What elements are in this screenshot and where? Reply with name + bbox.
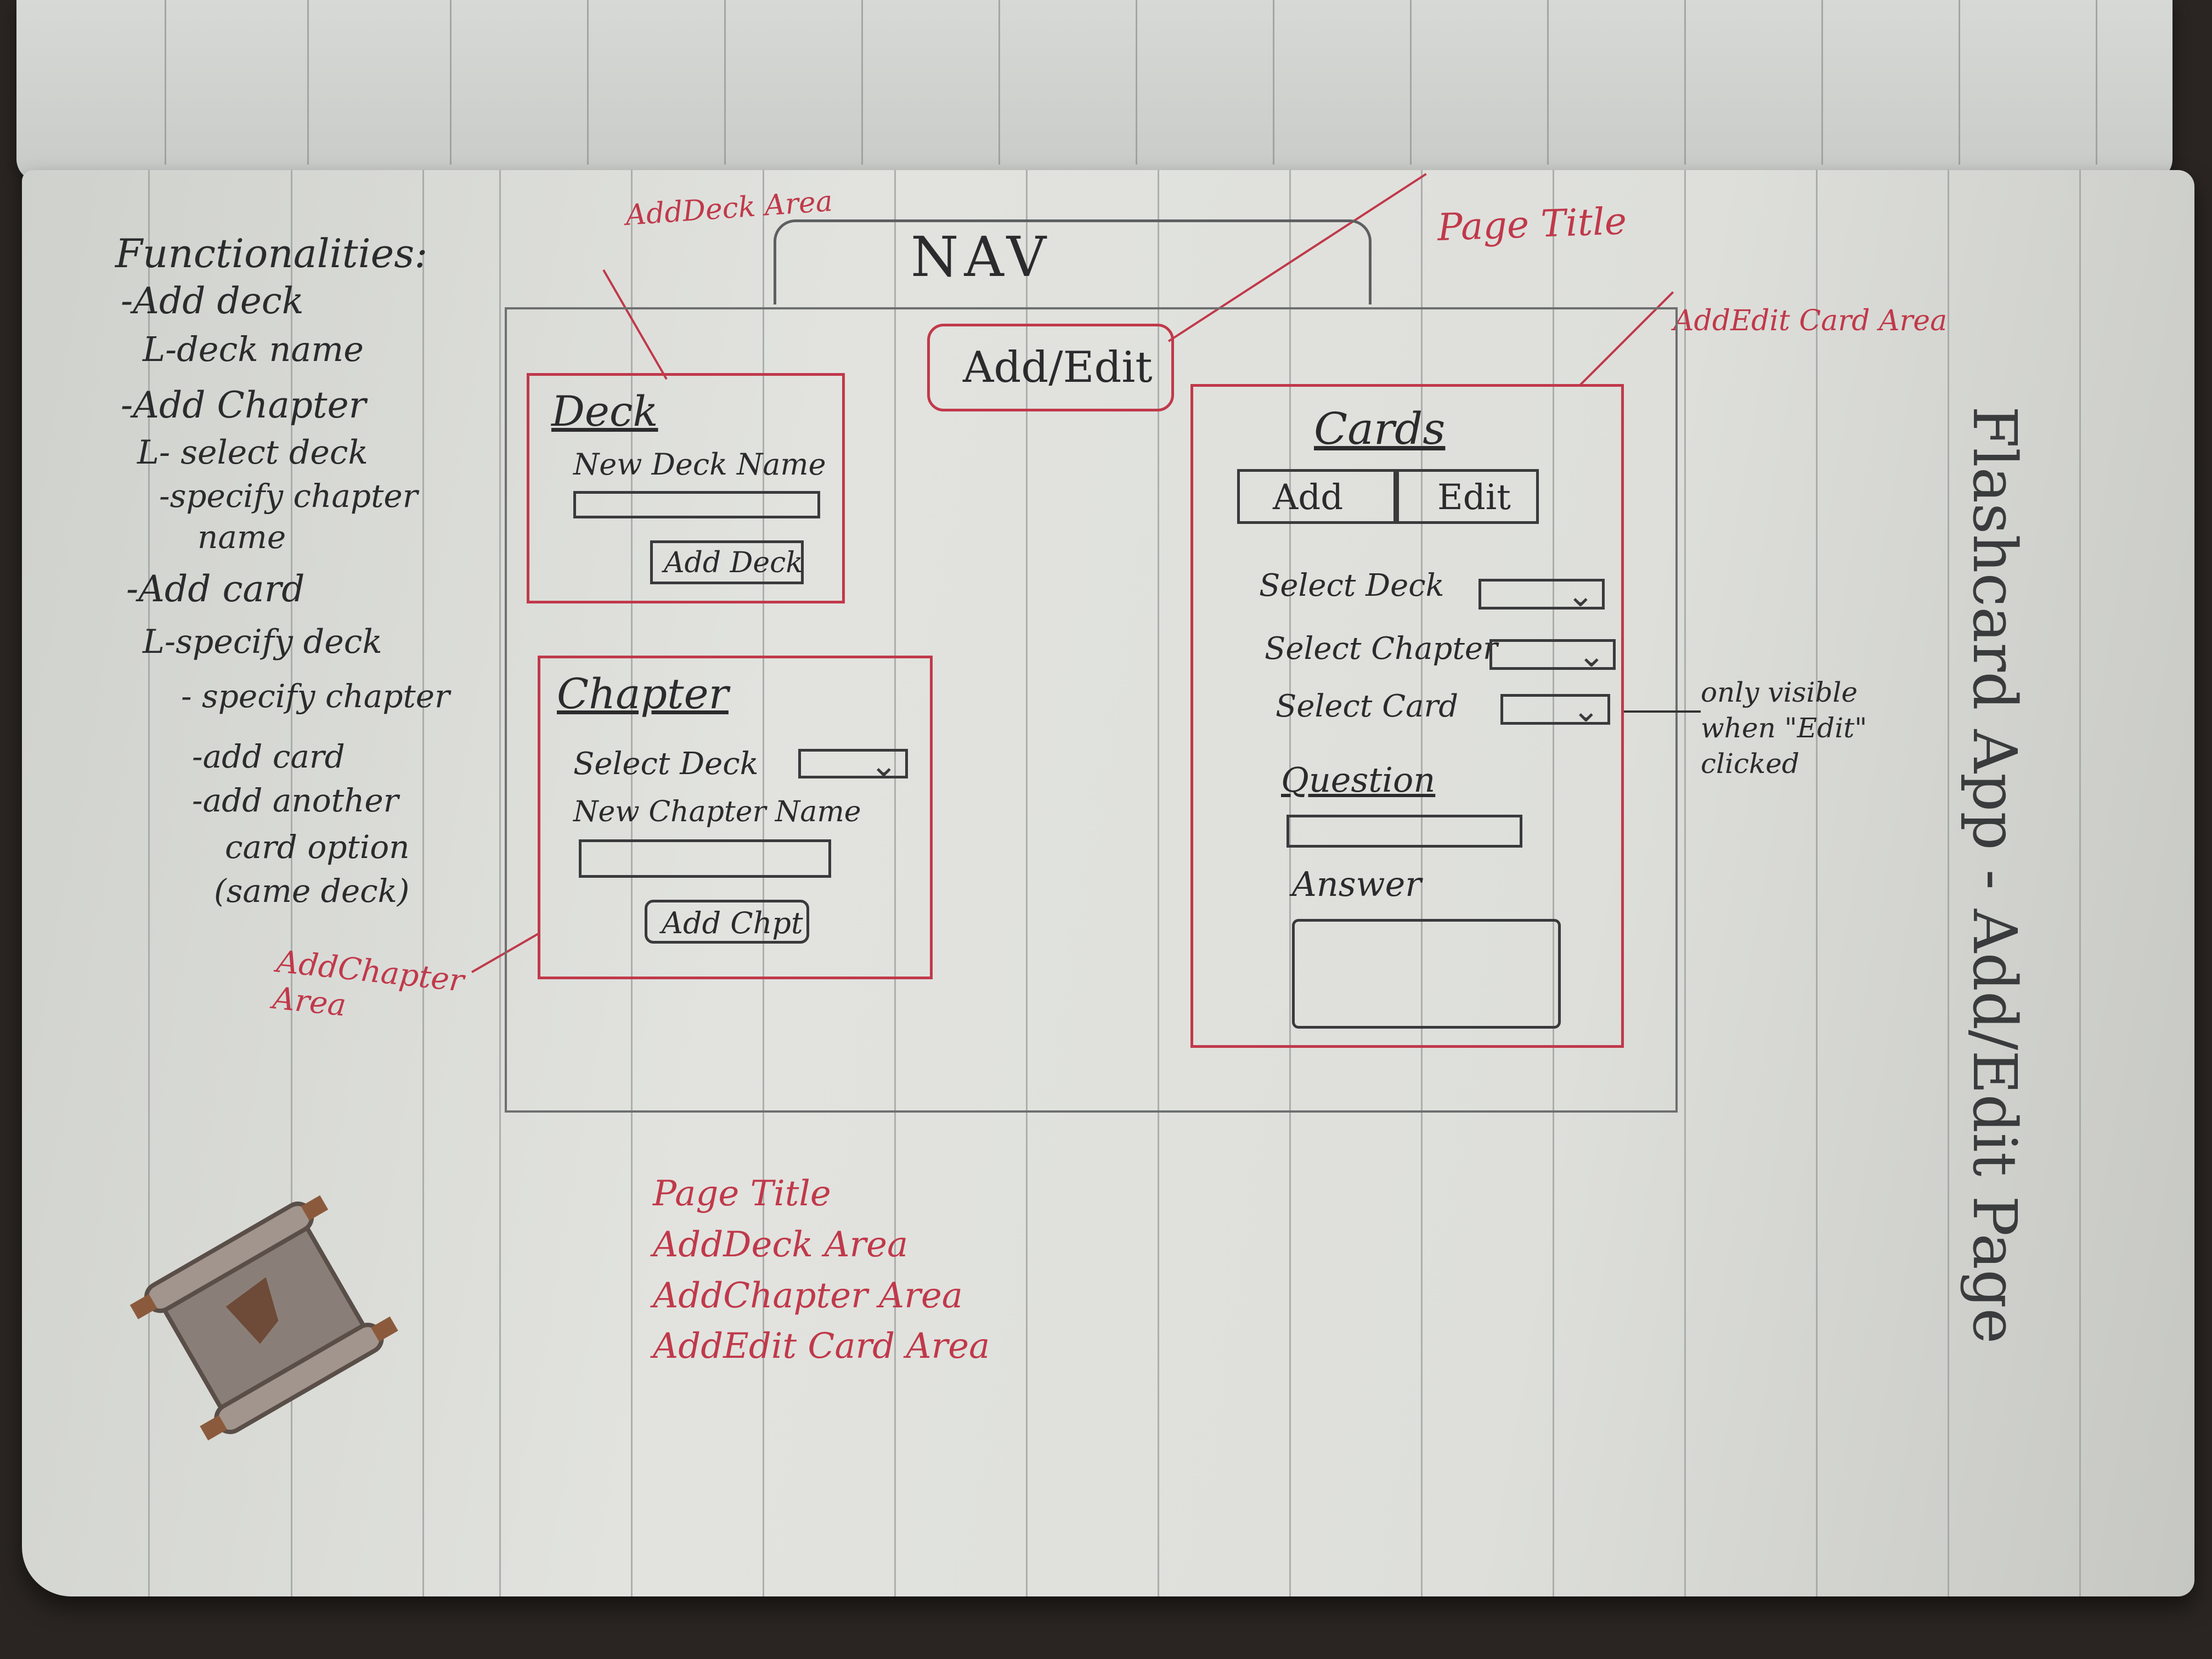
chevron-down-icon: ⌄ [1572, 691, 1600, 730]
chevron-down-icon: ⌄ [870, 746, 898, 785]
select-deck-label: Select Deck [573, 746, 759, 782]
notebook-page [22, 170, 2194, 1596]
cards-select-chapter-dropdown[interactable]: ⌄ [1489, 636, 1616, 675]
nav-label: NAV [911, 225, 1052, 289]
page-title-button-label: Add/Edit [963, 343, 1153, 392]
legend-item: Page Title [653, 1173, 831, 1214]
add-chapter-area: Chapter Select Deck ⌄ New Chapter Name A… [538, 656, 933, 979]
select-card-label: Select Card [1276, 689, 1459, 724]
list-item: L- select deck [137, 433, 368, 472]
cards-select-deck-dropdown[interactable]: ⌄ [1479, 576, 1605, 614]
add-deck-button[interactable]: Add Deck [650, 540, 804, 584]
functionalities-heading: Functionalities: [115, 230, 428, 276]
list-item: -add another [192, 782, 399, 819]
cards-tab-add[interactable]: Add [1237, 469, 1396, 524]
new-deck-name-input[interactable] [573, 491, 820, 518]
legend-item: AddDeck Area [653, 1224, 909, 1265]
list-item: -specify chapter [159, 477, 418, 515]
only-visible-note: only visible when "Edit" clicked [1701, 676, 1867, 780]
deck-title: Deck [551, 387, 658, 436]
legend: Page Title AddDeck Area AddChapter Area … [653, 1169, 990, 1372]
page-title-button[interactable]: Add/Edit [927, 324, 1174, 411]
add-deck-area: Deck New Deck Name Add Deck [527, 373, 845, 603]
chapter-select-deck-dropdown[interactable]: ⌄ [798, 746, 908, 785]
chevron-down-icon: ⌄ [1577, 636, 1605, 675]
list-item: (same deck) [214, 872, 410, 910]
answer-textarea[interactable] [1292, 919, 1561, 1029]
top-notebook-page [16, 0, 2172, 181]
side-title: Flashcard App - Add/Edit Page [1960, 406, 2030, 1344]
tab-edit-label: Edit [1437, 477, 1511, 518]
add-edit-card-area-annotation: AddEdit Card Area [1673, 304, 1948, 337]
add-deck-button-label: Add Deck [664, 546, 803, 579]
nav-brace [774, 219, 1372, 304]
chapter-title: Chapter [557, 669, 729, 718]
select-deck-label: Select Deck [1259, 568, 1444, 603]
list-item: L-specify deck [143, 623, 382, 661]
list-item: -Add deck [121, 280, 304, 322]
list-item: L-deck name [143, 329, 364, 369]
page-title-annotation: Page Title [1436, 200, 1628, 250]
list-item: -Add Chapter [121, 384, 366, 426]
new-chapter-name-input[interactable] [579, 839, 831, 878]
only-visible-arrow [1624, 710, 1701, 713]
cards-select-card-dropdown[interactable]: ⌄ [1500, 691, 1610, 730]
list-item: card option [225, 828, 410, 866]
list-item: - specify chapter [181, 678, 450, 715]
list-item: -Add card [126, 568, 305, 610]
list-item: name [198, 518, 286, 556]
answer-label: Answer [1292, 864, 1421, 904]
cards-title: Cards [1314, 403, 1446, 454]
add-edit-card-area: Cards Add Edit Select Deck ⌄ Select Chap… [1190, 384, 1624, 1048]
question-input[interactable] [1286, 815, 1522, 848]
add-chapter-button[interactable]: Add Chpt [645, 900, 809, 944]
chevron-down-icon: ⌄ [1566, 576, 1594, 614]
select-chapter-label: Select Chapter [1265, 631, 1498, 667]
add-chapter-button-label: Add Chpt [662, 906, 803, 940]
legend-item: AddEdit Card Area [653, 1326, 990, 1367]
new-chapter-name-label: New Chapter Name [573, 795, 861, 828]
question-label: Question [1281, 760, 1436, 800]
scroll-icon [110, 1163, 417, 1470]
wireframe-frame [505, 307, 1678, 1113]
tab-add-label: Add [1273, 477, 1344, 518]
cards-tab-edit[interactable]: Edit [1396, 469, 1539, 524]
list-item: -add card [192, 738, 345, 775]
new-deck-name-label: New Deck Name [573, 447, 826, 482]
legend-item: AddChapter Area [653, 1275, 963, 1316]
